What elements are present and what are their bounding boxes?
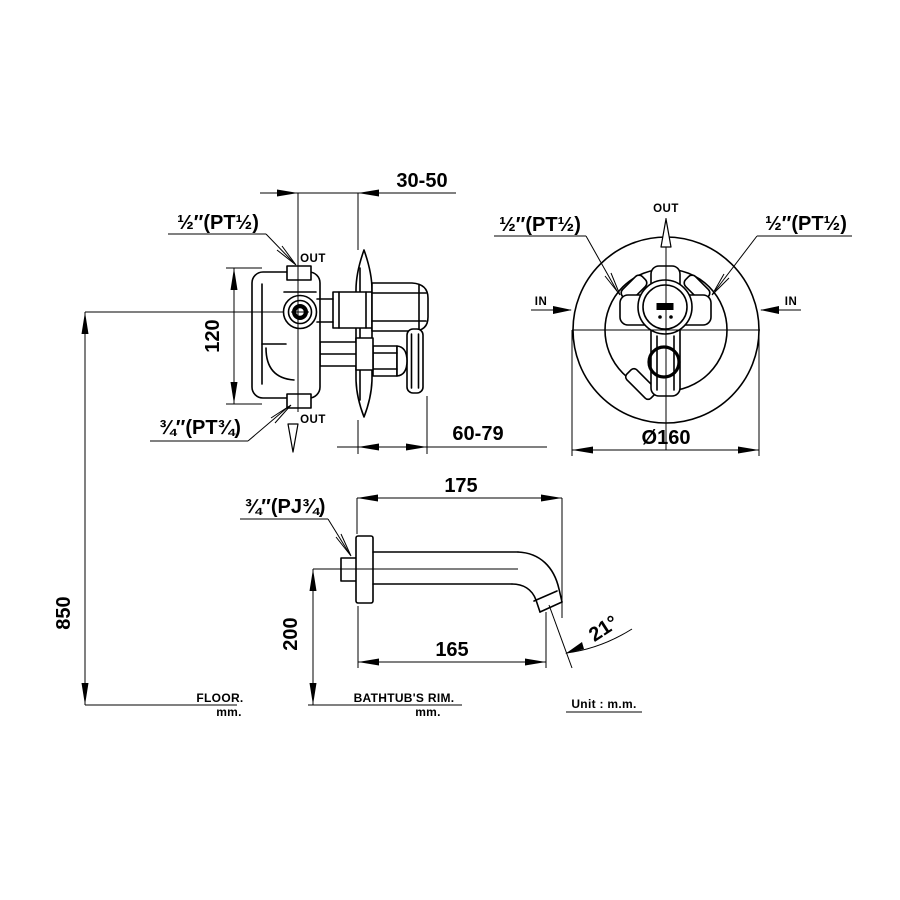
dim-arrow	[277, 189, 298, 197]
dim-arrow	[572, 446, 593, 454]
bottom-outlet-port	[286, 393, 312, 409]
dim-arrow	[406, 443, 427, 451]
top-outlet-port	[286, 265, 312, 281]
unit-note-text: Unit : m.m.	[571, 697, 636, 711]
dim-length-total-text: 175	[444, 475, 477, 497]
dim-arrow	[358, 189, 379, 197]
dim-arrow	[81, 683, 89, 705]
lever-handle	[406, 328, 424, 394]
leader-barb-arrow	[276, 245, 297, 266]
spout-inlet-label-text: ¾″(PJ¾)	[245, 496, 326, 518]
boss-outer-circle	[282, 294, 318, 330]
front-out-text: OUT	[653, 203, 679, 215]
side-view	[251, 249, 429, 418]
dim-angle-text: 21°	[585, 612, 622, 647]
boss-mid-circle	[287, 299, 313, 325]
leader-line	[265, 233, 294, 263]
bathtub-text: BATHTUB'S RIM.	[354, 691, 455, 705]
bolt-nut	[355, 337, 374, 371]
leader-barb-arrow	[604, 272, 621, 296]
in-left-text: IN	[535, 296, 548, 308]
in-right-arrow	[760, 306, 779, 314]
dim-reach-text: 165	[435, 639, 468, 661]
dim-height-floor-text: 850	[53, 596, 75, 629]
dim-arrow	[358, 443, 379, 451]
spout-tip-face	[539, 601, 563, 613]
dim-height-rim-text: 200	[280, 617, 302, 650]
lever-tip-front	[624, 367, 658, 401]
bathtub-unit-text: mm.	[415, 705, 441, 719]
handle-cap-inner	[642, 284, 688, 330]
dim-arrow	[309, 683, 317, 705]
dim-arrow	[358, 658, 379, 666]
brand-mark	[656, 303, 674, 310]
leader-line	[585, 235, 618, 292]
angle-arc	[565, 628, 633, 654]
dim-plate-diameter-text: Ø160	[642, 427, 691, 449]
body-internal-elbow	[265, 347, 295, 381]
cap-dot-right	[669, 315, 673, 319]
flow-arrow-up	[660, 218, 672, 248]
floor-unit-text: mm.	[216, 705, 242, 719]
dim-arrow	[309, 569, 317, 591]
spout-bend-outer	[517, 551, 563, 603]
side-view-dimensions: 30-50 120 850 60-79	[53, 170, 547, 705]
flow-arrow-down	[287, 423, 299, 453]
leader-barb-arrow	[270, 404, 292, 424]
dim-arrow	[357, 494, 378, 502]
leader-line	[714, 235, 758, 292]
dim-arrow	[81, 312, 89, 334]
dim-arrow	[230, 268, 238, 290]
angle-arc-arrow	[565, 642, 584, 654]
footer-labels: FLOOR. mm. BATHTUB'S RIM. mm. Unit : m.m…	[85, 691, 642, 719]
label-top-port-text: ½″(PT½)	[177, 212, 259, 234]
leader-line	[247, 406, 289, 442]
leader-barb-arrow	[335, 533, 352, 557]
escutcheon-plate-side	[355, 249, 373, 418]
diverter-knob-dome	[396, 345, 408, 377]
cap-dot-left	[658, 315, 662, 319]
diverter-knob-side	[372, 345, 398, 377]
spout-view: 175 165 21° 200 ¾″(PJ¾)	[240, 475, 633, 705]
out-bottom-text: OUT	[300, 414, 326, 426]
floor-text: FLOOR.	[196, 691, 243, 705]
dim-wall-range-text: 30-50	[396, 170, 447, 192]
in-left-arrow	[553, 306, 572, 314]
front-label-right-text: ½″(PT½)	[765, 213, 847, 235]
out-top-text: OUT	[300, 253, 326, 265]
spout-bend-inner	[511, 583, 541, 613]
dim-arrow	[525, 658, 546, 666]
leader-barb-arrow	[711, 273, 730, 296]
front-view: OUT IN IN Ø160 ½″(PT½) ½″(PT½)	[494, 203, 852, 456]
side-view-labels: ½″(PT½) OUT ¾″(PT¾) OUT	[150, 212, 326, 453]
dim-outlet-spacing-text: 120	[202, 319, 224, 352]
dim-arrow	[541, 494, 562, 502]
dim-arrow	[738, 446, 759, 454]
in-right-text: IN	[785, 296, 798, 308]
front-label-left-text: ½″(PT½)	[499, 214, 581, 236]
spout-aerator-band	[533, 590, 558, 602]
leader-line	[327, 518, 350, 554]
diverter-ring-front	[647, 345, 681, 379]
flow-angle-line	[548, 604, 573, 669]
label-bottom-port-text: ¾″(PT¾)	[159, 417, 241, 439]
dim-trim-range-text: 60-79	[452, 423, 503, 445]
dim-arrow	[230, 382, 238, 404]
